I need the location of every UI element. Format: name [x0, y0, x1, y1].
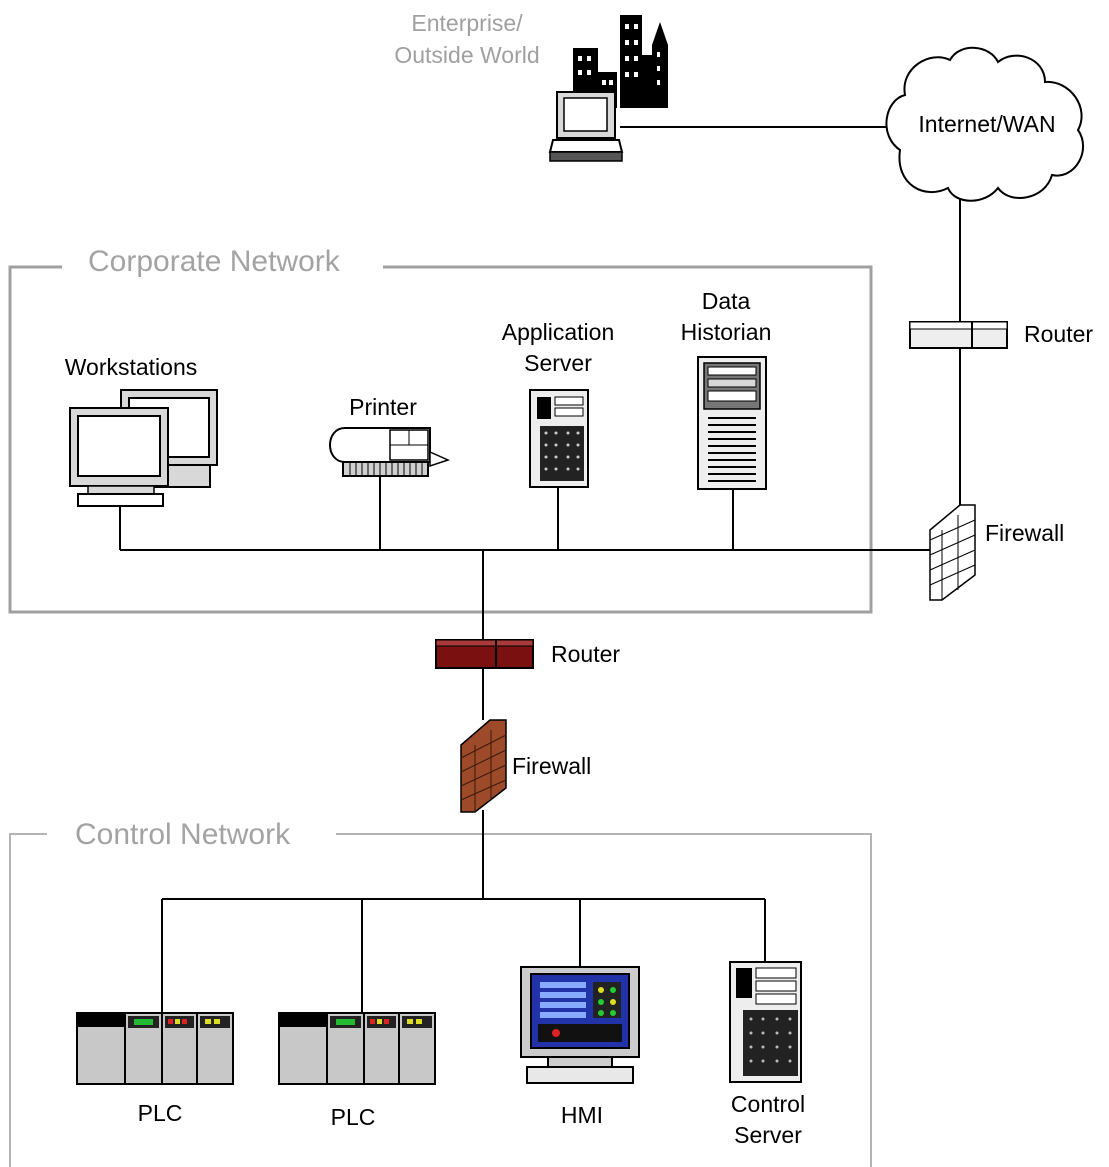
inner-router-label: Router — [551, 641, 620, 667]
cloud-icon — [885, 46, 1084, 202]
corporate-network-box — [8, 265, 873, 614]
hmi-icon — [520, 966, 640, 1084]
historian-label-line1: Data — [702, 288, 751, 314]
enterprise-label-line2: Outside World — [394, 42, 539, 68]
workstations-label: Workstations — [65, 354, 198, 380]
edge-router-label: Router — [1024, 321, 1093, 347]
plc-icon — [278, 1012, 436, 1085]
hmi-label: HMI — [561, 1102, 603, 1128]
laptop-icon — [548, 91, 624, 162]
firewall-icon — [929, 504, 976, 601]
server-icon — [697, 356, 767, 490]
plc1-label: PLC — [138, 1100, 183, 1126]
plc-icon — [76, 1012, 234, 1085]
firewall-icon — [460, 719, 507, 813]
control-network-box — [9, 833, 872, 1167]
control-server-label-line1: Control — [731, 1091, 805, 1117]
enterprise-label-line1: Enterprise/ — [411, 10, 523, 36]
workstation-icon — [69, 389, 218, 507]
server-icon — [729, 961, 802, 1083]
inner-firewall-label: Firewall — [512, 753, 591, 779]
plc2-label: PLC — [331, 1104, 376, 1130]
router-icon — [435, 639, 534, 669]
historian-label-line2: Historian — [681, 319, 772, 345]
server-icon — [529, 389, 589, 488]
control-network-title: Control Network — [75, 818, 291, 851]
router-icon — [909, 321, 1008, 349]
app-server-label-line2: Server — [524, 350, 592, 376]
control-server-label-line2: Server — [734, 1122, 802, 1148]
connection-lines — [119, 126, 961, 1013]
printer-icon — [329, 427, 451, 477]
app-server-label-line1: Application — [502, 319, 615, 345]
corporate-network-title: Corporate Network — [88, 245, 341, 278]
edge-firewall-label: Firewall — [985, 520, 1064, 546]
internet-wan-label: Internet/WAN — [918, 111, 1055, 137]
printer-label: Printer — [349, 394, 417, 420]
